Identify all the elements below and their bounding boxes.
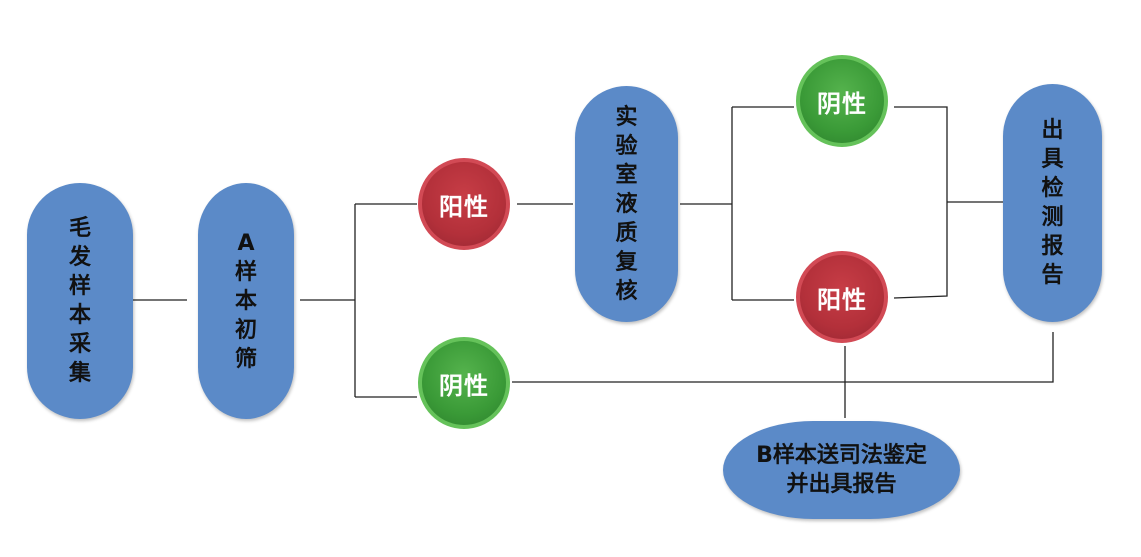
node-screen-positive-label: 阳性 [439,192,489,221]
node-issue-report: 出具检测报告 [1003,84,1102,322]
node-lab-recheck-label: 实验室液质复核 [615,104,638,304]
node-a-screening: A样本初筛 [198,183,294,419]
node-lab-recheck: 实验室液质复核 [575,86,678,322]
connector-recheck-negative-to-merge [894,106,948,202]
node-screen-positive: 阳性 [418,158,510,250]
node-a-screening-label: A样本初筛 [234,230,257,372]
connector-recheck-positive-to-merge [893,202,948,299]
node-hair-collection: 毛发样本采集 [27,183,133,419]
node-screen-negative-label: 阴性 [439,371,489,400]
node-screen-negative: 阴性 [418,337,510,429]
node-hair-collection-label: 毛发样本采集 [68,216,91,386]
node-b-forensic: B样本送司法鉴定并出具报告 [723,421,960,519]
connector-negative-to-report [512,332,1054,383]
node-recheck-negative: 阴性 [796,55,888,147]
node-issue-report-label: 出具检测报告 [1041,118,1064,288]
node-recheck-positive-label: 阳性 [817,285,867,314]
node-recheck-negative-label: 阴性 [817,89,867,118]
node-b-forensic-label: B样本送司法鉴定并出具报告 [756,443,927,497]
node-recheck-positive: 阳性 [796,251,888,343]
